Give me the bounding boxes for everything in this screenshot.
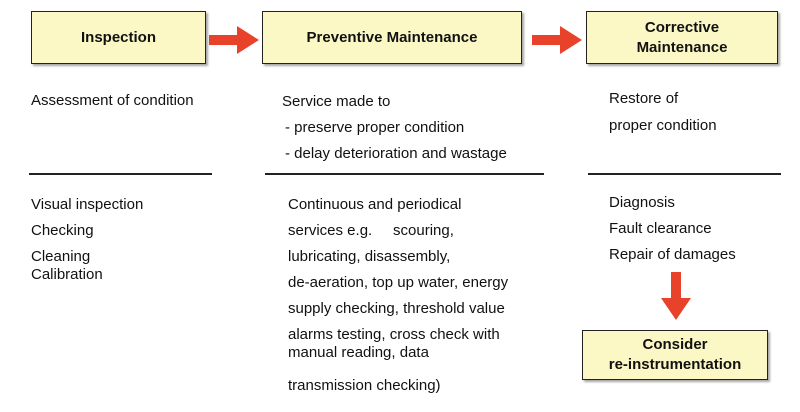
inspection-definition: Assessment of condition	[31, 92, 194, 109]
corrective-activity: Fault clearance	[609, 220, 712, 237]
corrective-activity: Repair of damages	[609, 246, 736, 263]
preventive-activity-line: de-aeration, top up water, energy	[288, 274, 509, 291]
divider-line	[588, 173, 781, 175]
inspection-box: Inspection	[31, 11, 206, 64]
corrective-activity: Diagnosis	[609, 194, 675, 211]
preventive-definition-line1: Service made to	[282, 93, 391, 110]
inspection-label: Inspection	[80, 28, 156, 46]
preventive-activity-line: lubricating, disassembly,	[288, 248, 451, 265]
corrective-maintenance-box: Corrective Maintenance	[586, 11, 778, 64]
consider-reinstrumentation-box: Consider re-instrumentation	[582, 330, 768, 380]
preventive-definition-line2: - preserve proper condition	[285, 119, 465, 136]
inspection-activity: Calibration	[31, 266, 103, 283]
inspection-activity: Cleaning	[31, 248, 91, 265]
arrow-right-icon	[209, 26, 259, 54]
arrow-down-icon	[661, 272, 691, 320]
divider-line	[265, 173, 544, 175]
preventive-activity-line: services e.g. scouring,	[288, 222, 454, 239]
corrective-label-line1: Corrective	[644, 18, 720, 36]
preventive-maintenance-label: Preventive Maintenance	[306, 28, 478, 46]
inspection-activity: Checking	[31, 222, 94, 239]
preventive-activity-line: alarms testing, cross check with	[288, 326, 500, 343]
arrow-right-icon	[532, 26, 582, 54]
corrective-definition-line1: Restore of	[609, 90, 679, 107]
preventive-activity-line: transmission checking)	[288, 377, 441, 394]
inspection-activity: Visual inspection	[31, 196, 144, 213]
consider-label-line2: re-instrumentation	[608, 356, 742, 373]
preventive-activity-line: supply checking, threshold value	[288, 300, 505, 317]
corrective-definition-line2: proper condition	[609, 117, 717, 134]
consider-label-line1: Consider	[642, 336, 708, 353]
preventive-activity-line: Continuous and periodical	[288, 196, 462, 213]
corrective-label-line2: Maintenance	[636, 38, 728, 56]
preventive-definition-line3: - delay deterioration and wastage	[285, 145, 507, 162]
preventive-maintenance-box: Preventive Maintenance	[262, 11, 522, 64]
divider-line	[29, 173, 212, 175]
preventive-activity-line: manual reading, data	[288, 344, 429, 361]
